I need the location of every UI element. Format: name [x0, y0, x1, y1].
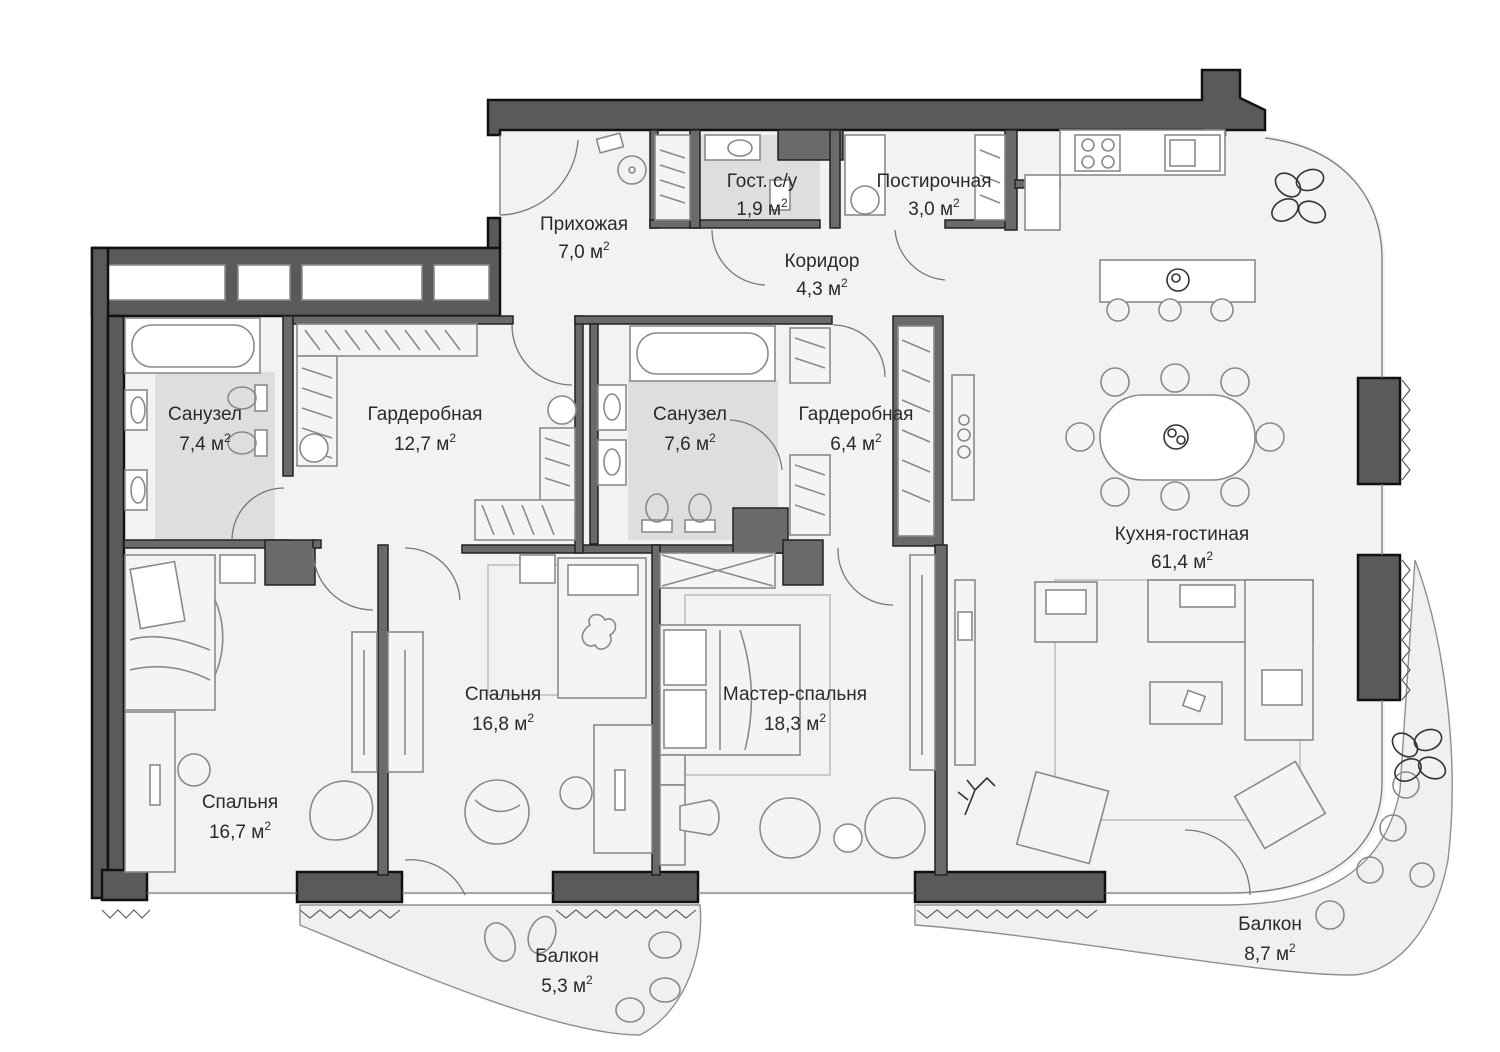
- room-label-corridor: Коридор 4,3 м2: [784, 251, 859, 300]
- room-label-master-bedroom: Мастер-спальня 18,3 м2: [723, 684, 867, 735]
- plant-icon: [1271, 168, 1327, 224]
- sink-icon: [124, 389, 148, 431]
- room-name: Спальня: [465, 684, 541, 705]
- sofa-icon: [1147, 579, 1314, 741]
- room-label-balcony-1: Балкон 5,3 м2: [535, 946, 599, 997]
- room-label-hall: Прихожая 7,0 м2: [540, 214, 628, 263]
- hall-fixtures: [595, 132, 1006, 221]
- sink-icon: [124, 469, 148, 511]
- wardrobe-1-fixtures: [296, 323, 577, 541]
- room-label-wardrobe-1: Гардеробная 12,7 м2: [368, 404, 483, 455]
- room-area: 18,3 м2: [764, 711, 826, 735]
- room-name: Кухня-гостиная: [1115, 524, 1249, 545]
- room-area: 16,8 м2: [472, 711, 534, 735]
- room-label-bedroom-1: Спальня 16,7 м2: [202, 792, 278, 843]
- room-label-kitchen-living: Кухня-гостиная 61,4 м2: [1115, 524, 1249, 573]
- room-name: Гардеробная: [799, 404, 914, 425]
- doors: [231, 135, 1251, 896]
- room-area: 7,6 м2: [664, 431, 716, 455]
- living-set: [951, 168, 1447, 865]
- room-label-bathroom-1: Санузел 7,4 м2: [168, 404, 242, 455]
- bed-icon: [557, 557, 647, 699]
- glazing: [147, 137, 1383, 894]
- room-name: Мастер-спальня: [723, 684, 867, 705]
- bedroom-1-furniture: [124, 554, 378, 873]
- wall-break-marks: [101, 379, 1411, 919]
- room-name: Гост. с/у: [727, 171, 798, 192]
- room-area: 61,4 м2: [1151, 549, 1213, 573]
- dining-set: [1065, 268, 1285, 511]
- sink-icon: [597, 384, 627, 431]
- room-name: Санузел: [653, 404, 727, 425]
- master-bedroom-furniture: [659, 552, 976, 866]
- room-name: Гардеробная: [368, 404, 483, 425]
- toilet-icon: [227, 384, 268, 412]
- room-name: Балкон: [1238, 914, 1302, 935]
- bathroom-1-fixtures: [124, 317, 268, 511]
- room-area: 5,3 м2: [541, 973, 593, 997]
- room-area: 6,4 м2: [830, 431, 882, 455]
- toilet-icon: [227, 429, 268, 457]
- exterior-walls: [90, 68, 1402, 904]
- plant-icon: [1391, 728, 1447, 782]
- room-area: 1,9 м2: [736, 196, 788, 220]
- toilet-icon: [684, 493, 716, 533]
- room-name: Спальня: [202, 792, 278, 813]
- room-area: 12,7 м2: [394, 431, 456, 455]
- bathtub-icon: [124, 317, 261, 374]
- room-name: Постирочная: [876, 171, 991, 192]
- room-area: 4,3 м2: [796, 276, 848, 300]
- bedroom-2-furniture: [387, 554, 653, 854]
- room-label-bathroom-2: Санузел 7,6 м2: [653, 404, 727, 455]
- room-label-wardrobe-2: Гардеробная 6,4 м2: [799, 404, 914, 455]
- room-name: Санузел: [168, 404, 242, 425]
- bathtub-icon: [629, 325, 776, 382]
- room-label-guest-wc: Гост. с/у 1,9 м2: [727, 171, 798, 220]
- balcony-left: [299, 904, 702, 1036]
- room-label-balcony-2: Балкон 8,7 м2: [1238, 914, 1302, 965]
- toilet-icon: [641, 493, 673, 533]
- sink-icon: [597, 439, 627, 486]
- room-area: 7,4 м2: [179, 431, 231, 455]
- room-name: Прихожая: [540, 214, 628, 235]
- room-label-laundry: Постирочная 3,0 м2: [876, 171, 991, 220]
- bed-icon: [659, 624, 801, 756]
- room-area: 8,7 м2: [1244, 941, 1296, 965]
- room-area: 16,7 м2: [209, 819, 271, 843]
- bed-icon: [124, 554, 216, 711]
- fruit-bowl-icon: [1166, 268, 1190, 292]
- room-area: 7,0 м2: [558, 239, 610, 263]
- bathroom-2-fixtures: [597, 325, 935, 537]
- room-area: 3,0 м2: [908, 196, 960, 220]
- room-name: Коридор: [784, 251, 859, 272]
- interior-partitions: [123, 129, 1061, 876]
- balcony-right: [914, 559, 1453, 976]
- room-label-bedroom-2: Спальня 16,8 м2: [465, 684, 541, 735]
- fruit-bowl-icon: [1163, 424, 1189, 450]
- room-name: Балкон: [535, 946, 599, 967]
